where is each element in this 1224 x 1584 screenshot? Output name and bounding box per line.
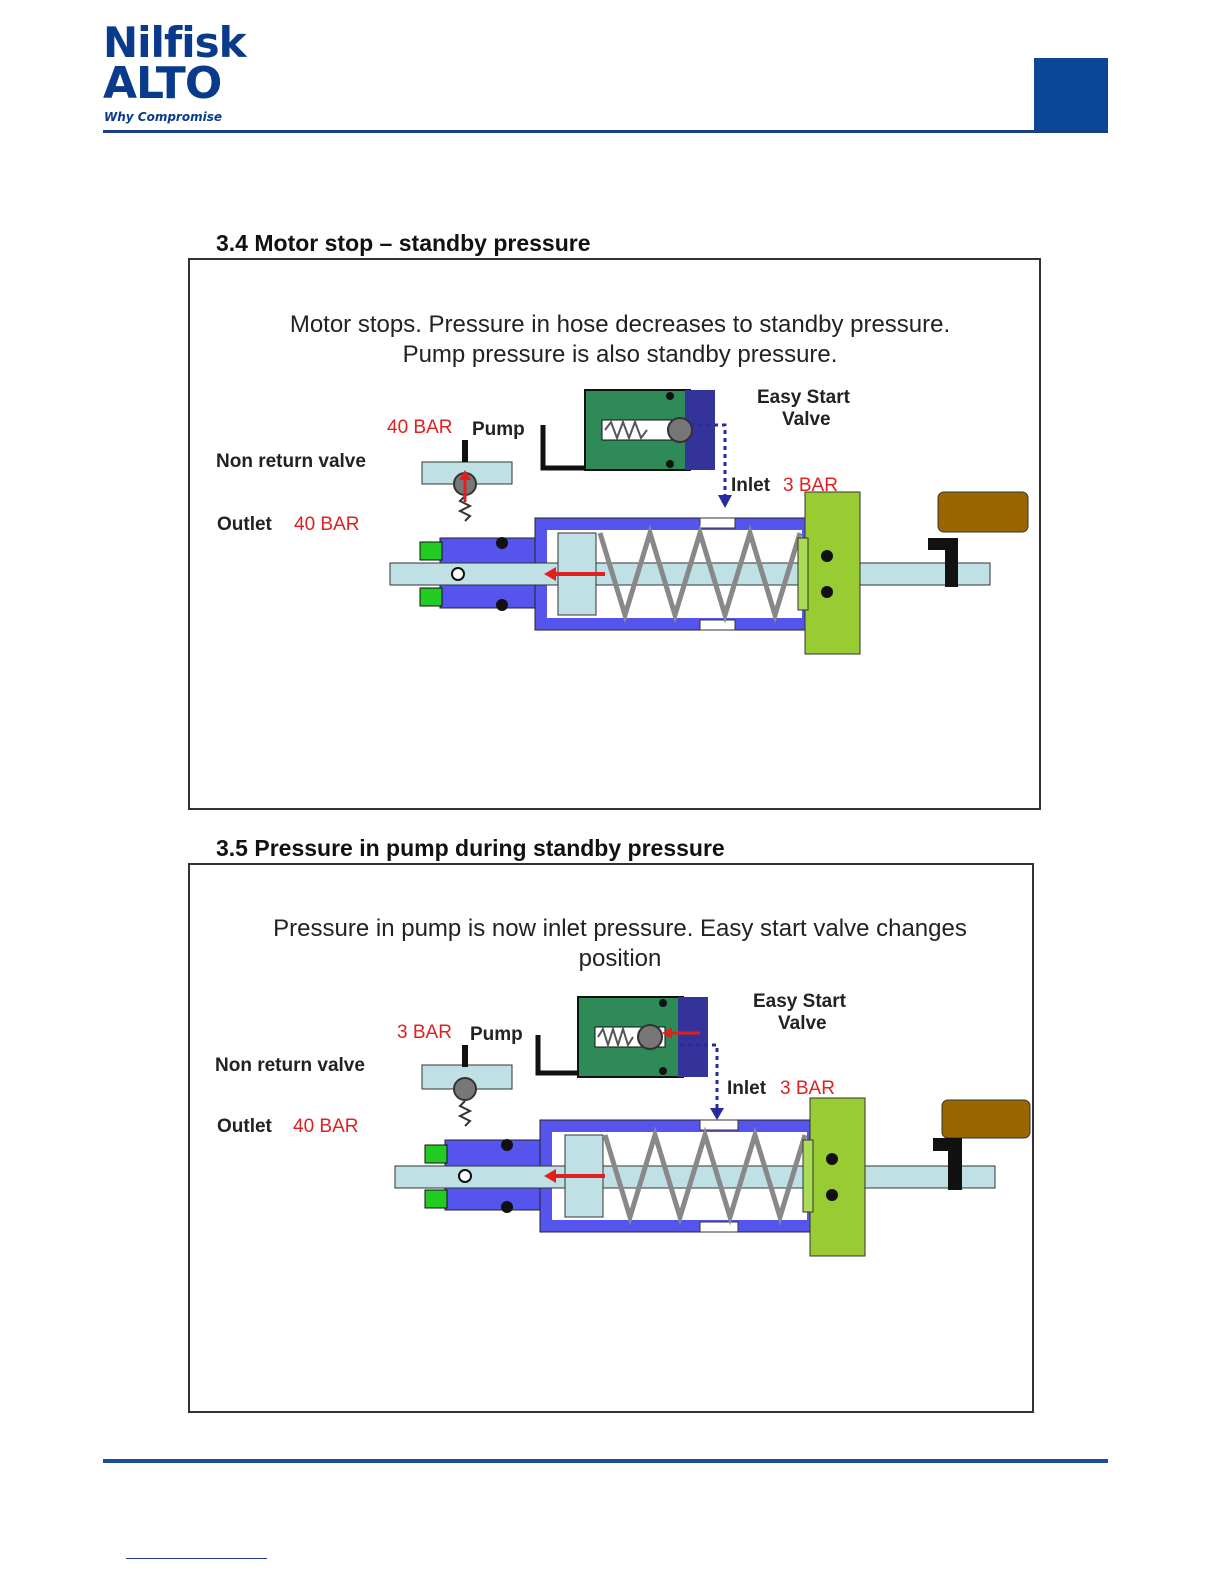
pump-pressure-label: 40 BAR: [387, 417, 453, 438]
section-description-3-5: Pressure in pump is now inlet pressure. …: [273, 915, 967, 972]
pump-label: Pump: [472, 419, 525, 440]
section-title-3-5: 3.5 Pressure in pump during standby pres…: [216, 835, 725, 861]
pump-body: [394, 1097, 1031, 1257]
easy-start-valve: [584, 389, 732, 508]
non-return-valve-label: Non return valve: [216, 451, 366, 472]
non-return-valve: [421, 440, 513, 522]
non-return-valve-label: Non return valve: [215, 1055, 365, 1076]
valve-label: Valve: [778, 1013, 827, 1034]
section-title-3-4: 3.4 Motor stop – standby pressure: [216, 230, 591, 256]
pump-pressure-label: 3 BAR: [397, 1022, 452, 1043]
header-color-block: [1034, 58, 1108, 133]
logo-tagline: Why Compromise: [104, 110, 222, 124]
outlet-pressure-label: 40 BAR: [294, 514, 360, 535]
outlet-pressure-label: 40 BAR: [293, 1116, 359, 1137]
non-return-valve: [421, 1045, 513, 1127]
pump-diagram-3-5: [394, 996, 1031, 1257]
inlet-pressure-label: 3 BAR: [783, 475, 838, 496]
pump-diagram-3-4: [389, 389, 1029, 655]
logo-alto: ALTO: [103, 58, 222, 109]
header-divider: [103, 130, 1108, 133]
inlet-label: Inlet: [727, 1078, 767, 1099]
pump-label: Pump: [470, 1024, 523, 1045]
inlet-pressure-label: 3 BAR: [780, 1078, 835, 1099]
logo-nilfisk: Nilfisk: [103, 18, 247, 67]
footnote-rule: [126, 1558, 267, 1559]
easy-start-valve: [577, 996, 724, 1120]
footer-divider: [103, 1459, 1108, 1463]
valve-label: Valve: [782, 409, 831, 430]
pump-body: [389, 491, 1029, 655]
easy-start-label: Easy Start: [753, 991, 846, 1012]
outlet-label: Outlet: [217, 1116, 272, 1137]
inlet-label: Inlet: [731, 475, 771, 496]
easy-start-label: Easy Start: [757, 387, 850, 408]
section-description-3-4: Motor stops. Pressure in hose decreases …: [289, 311, 951, 368]
outlet-label: Outlet: [217, 514, 272, 535]
